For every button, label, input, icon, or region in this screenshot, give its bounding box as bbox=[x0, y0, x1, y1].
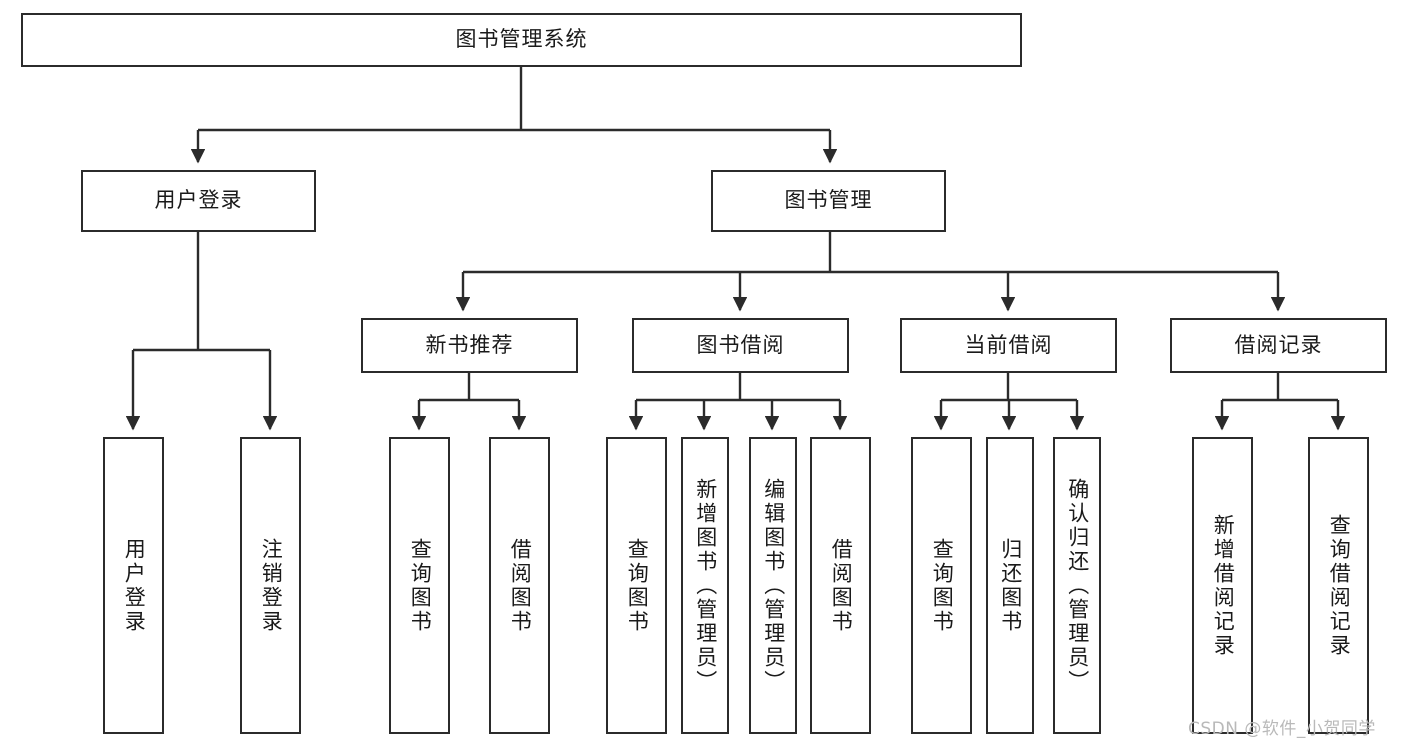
node-borrow-record-label: 借阅记录 bbox=[1234, 332, 1323, 357]
node-leaf-edit-book-label: 编辑图书（管理员） bbox=[761, 477, 786, 694]
node-book-manage-label: 图书管理 bbox=[784, 188, 873, 213]
node-leaf-user-login[interactable]: 用户登录 bbox=[103, 437, 164, 734]
node-new-book-recommend-label: 新书推荐 bbox=[425, 332, 514, 357]
node-leaf-borrow-book-2-label: 借阅图书 bbox=[829, 537, 854, 634]
node-user-login[interactable]: 用户登录 bbox=[81, 170, 316, 232]
node-root[interactable]: 图书管理系统 bbox=[21, 13, 1022, 67]
node-book-borrow-label: 图书借阅 bbox=[696, 332, 785, 357]
node-leaf-query-book-3-label: 查询图书 bbox=[930, 537, 955, 634]
node-leaf-add-book[interactable]: 新增图书（管理员） bbox=[681, 437, 729, 734]
node-leaf-user-logout[interactable]: 注销登录 bbox=[240, 437, 301, 734]
node-user-login-label: 用户登录 bbox=[154, 188, 243, 213]
node-leaf-borrow-book-2[interactable]: 借阅图书 bbox=[810, 437, 871, 734]
node-leaf-query-record[interactable]: 查询借阅记录 bbox=[1308, 437, 1369, 734]
node-leaf-query-book-1[interactable]: 查询图书 bbox=[389, 437, 450, 734]
node-leaf-user-login-label: 用户登录 bbox=[122, 537, 147, 634]
node-leaf-confirm-return[interactable]: 确认归还（管理员） bbox=[1053, 437, 1101, 734]
node-borrow-record[interactable]: 借阅记录 bbox=[1170, 318, 1387, 373]
node-leaf-add-book-label: 新增图书（管理员） bbox=[693, 477, 718, 694]
node-leaf-query-book-2[interactable]: 查询图书 bbox=[606, 437, 667, 734]
node-leaf-query-record-label: 查询借阅记录 bbox=[1327, 513, 1352, 658]
node-leaf-return-book[interactable]: 归还图书 bbox=[986, 437, 1034, 734]
node-leaf-return-book-label: 归还图书 bbox=[998, 537, 1023, 634]
node-leaf-query-book-1-label: 查询图书 bbox=[408, 537, 433, 634]
node-leaf-confirm-return-label: 确认归还（管理员） bbox=[1065, 477, 1090, 694]
node-leaf-add-record-label: 新增借阅记录 bbox=[1211, 513, 1236, 658]
node-current-borrow[interactable]: 当前借阅 bbox=[900, 318, 1117, 373]
node-leaf-user-logout-label: 注销登录 bbox=[259, 537, 284, 634]
node-leaf-borrow-book-1-label: 借阅图书 bbox=[508, 537, 533, 634]
csdn-watermark: CSDN @软件_小贺同学 bbox=[1188, 719, 1376, 739]
node-leaf-borrow-book-1[interactable]: 借阅图书 bbox=[489, 437, 550, 734]
node-leaf-query-book-3[interactable]: 查询图书 bbox=[911, 437, 972, 734]
node-new-book-recommend[interactable]: 新书推荐 bbox=[361, 318, 578, 373]
node-leaf-add-record[interactable]: 新增借阅记录 bbox=[1192, 437, 1253, 734]
node-leaf-query-book-2-label: 查询图书 bbox=[625, 537, 650, 634]
node-current-borrow-label: 当前借阅 bbox=[964, 332, 1053, 357]
node-leaf-edit-book[interactable]: 编辑图书（管理员） bbox=[749, 437, 797, 734]
node-root-label: 图书管理系统 bbox=[455, 27, 588, 52]
node-book-manage[interactable]: 图书管理 bbox=[711, 170, 946, 232]
node-book-borrow[interactable]: 图书借阅 bbox=[632, 318, 849, 373]
